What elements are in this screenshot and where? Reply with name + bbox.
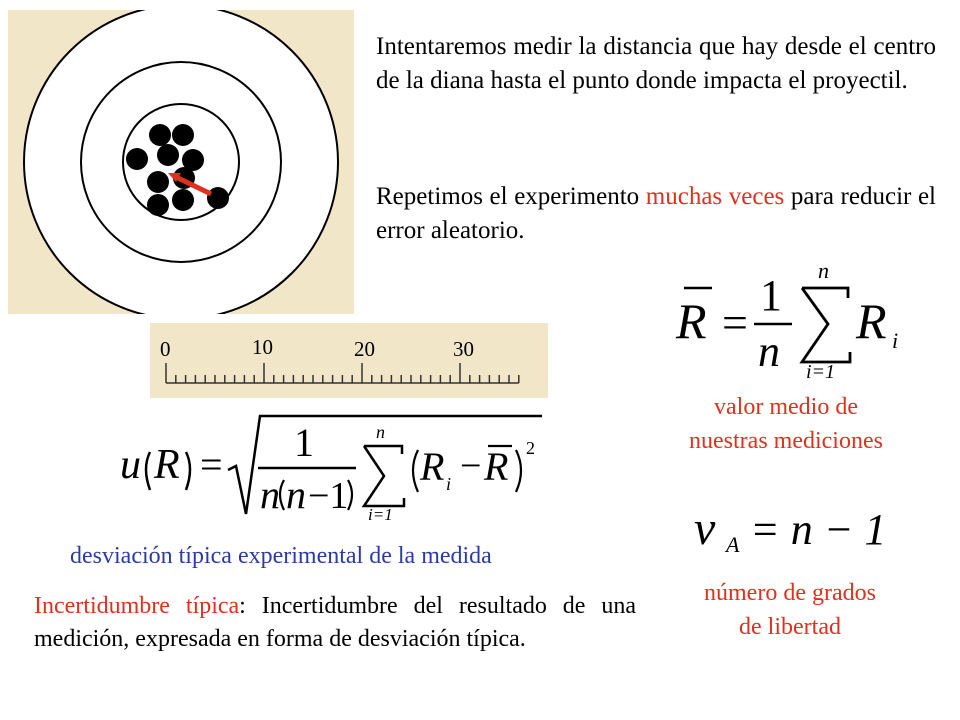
svg-text:u: u [120,442,141,488]
svg-text:i: i [446,474,451,494]
svg-text:R: R [483,444,508,489]
svg-text:R: R [153,442,180,488]
svg-text:n: n [758,327,780,376]
ruler-tick-label: 20 [354,337,375,361]
svg-text:ν: ν [694,502,716,555]
repeat-paragraph: Repetimos el experimento muchas veces pa… [376,183,936,244]
svg-text:n: n [260,472,280,517]
ruler-tick-label: 0 [160,337,171,361]
intro-paragraph: Intentaremos medir la distancia que hay … [376,33,936,94]
ruler-tick-label: 10 [252,335,273,359]
svg-text:1: 1 [294,420,314,465]
mean-formula: R = 1 n n i=1 R i [660,258,920,383]
svg-text:R: R [419,444,444,489]
std-label: desviación típica experimental de la med… [70,543,492,569]
svg-text:=: = [722,297,748,348]
definition-term: Incertidumbre típica [34,593,240,619]
dof-label: número de grados de libertad [704,580,876,640]
mean-label: valor medio de nuestras mediciones [689,394,883,454]
dof-formula: ν A = n − 1 [690,500,890,560]
svg-text:i: i [892,328,898,353]
definition-paragraph: Incertidumbre típica: Incertidumbre del … [34,590,636,656]
svg-text:i=1: i=1 [806,361,835,380]
svg-text:−: − [460,445,481,487]
svg-text:=: = [200,442,223,487]
svg-text:n: n [286,472,306,517]
svg-text:−1: −1 [308,475,348,517]
svg-text:n: n [818,258,829,283]
svg-text:i=1: i=1 [368,505,393,524]
svg-text:2: 2 [526,438,535,458]
svg-text:R: R [855,293,887,349]
svg-text:A: A [724,532,740,557]
svg-text:1: 1 [760,271,782,320]
target-image [8,4,354,320]
ruler: 0 10 20 30 [150,323,548,398]
ruler-tick-label: 30 [453,337,474,361]
svg-text:= n − 1: = n − 1 [750,505,886,554]
uncertainty-formula: u R = 1 n n −1 n i=1 R i − R 2 [118,410,548,525]
definition-text: : Incertidumbre del resultado de una med… [34,593,636,652]
svg-text:R: R [675,293,707,349]
svg-text:n: n [376,422,385,442]
